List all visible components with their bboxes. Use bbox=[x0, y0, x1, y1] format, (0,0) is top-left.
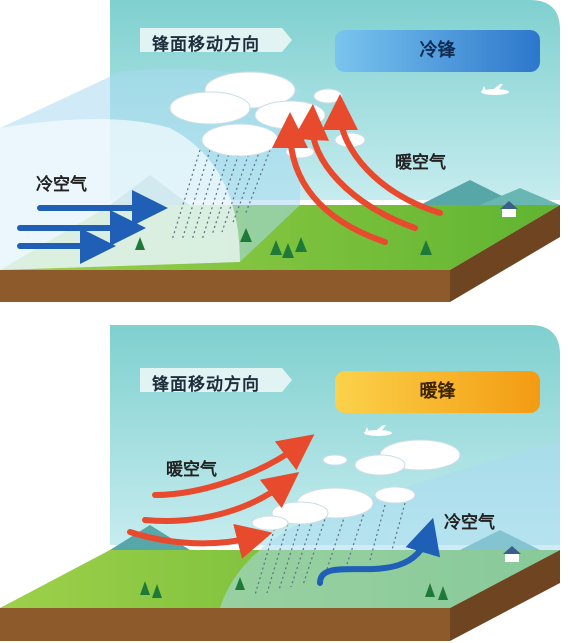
mountain bbox=[480, 188, 560, 205]
cold-front-scene bbox=[0, 0, 560, 302]
airplane-icon bbox=[364, 425, 392, 436]
cold-air-arrow bbox=[317, 517, 441, 586]
rain bbox=[171, 149, 271, 241]
front-title: 冷锋 bbox=[419, 40, 456, 61]
house bbox=[500, 201, 518, 217]
cold-air-label: 冷空气 bbox=[444, 513, 495, 533]
badge-bg bbox=[335, 30, 540, 72]
cold-air-wedge bbox=[220, 440, 560, 608]
soil-front bbox=[0, 608, 450, 641]
warm-air-arrows bbox=[272, 94, 443, 245]
house bbox=[503, 546, 521, 562]
clouds bbox=[251, 439, 461, 531]
direction-label: 锋面移动方向 bbox=[152, 375, 260, 395]
warm-front-scene bbox=[0, 325, 560, 641]
direction-label: 锋面移动方向 bbox=[152, 35, 260, 55]
rain bbox=[254, 502, 406, 596]
clouds bbox=[169, 71, 366, 159]
airplane-icon bbox=[481, 84, 509, 95]
warm-front-panel: 锋面移动方向 暖锋 暖空气 冷空气 bbox=[0, 325, 568, 643]
front-title: 暖锋 bbox=[419, 381, 456, 402]
warm-air-arrows bbox=[127, 434, 315, 559]
soil-side bbox=[450, 205, 560, 302]
direction-arrow bbox=[140, 28, 292, 52]
direction-arrow bbox=[140, 368, 292, 392]
cold-front-panel: 锋面移动方向 冷锋 冷空气 暖空气 bbox=[0, 0, 568, 315]
trees bbox=[135, 228, 432, 258]
warm-air-label: 暖空气 bbox=[166, 460, 217, 480]
cold-air-label: 冷空气 bbox=[36, 175, 87, 195]
trees bbox=[140, 577, 448, 600]
badge-bg bbox=[335, 371, 540, 413]
soil-front bbox=[0, 270, 450, 302]
warm-air-label: 暖空气 bbox=[395, 153, 446, 173]
soil-side bbox=[450, 550, 560, 641]
cold-air-arrows bbox=[17, 190, 168, 264]
cold-air-mass bbox=[0, 119, 240, 270]
